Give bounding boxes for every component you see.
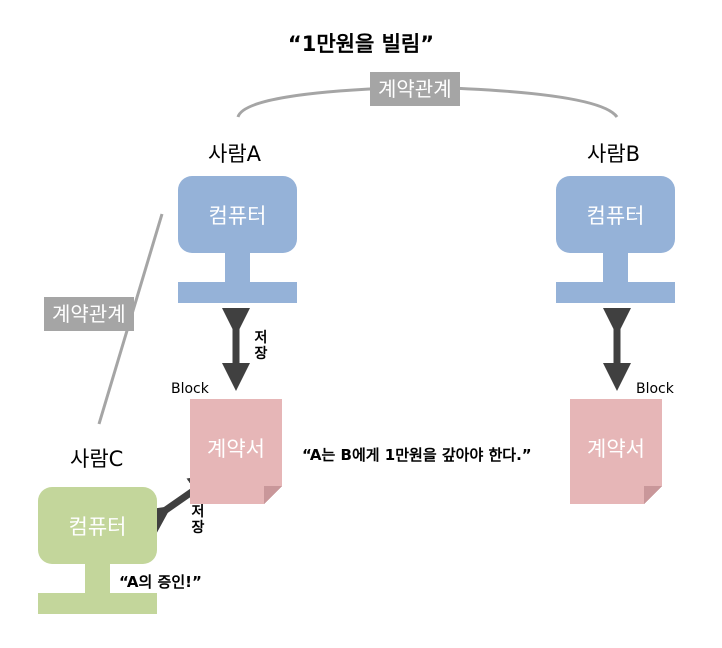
computer-b-label: 컴퓨터 (586, 204, 645, 228)
store-label-a-2: 장 (254, 346, 268, 362)
diagram-title: “1만원을 빌림” (287, 32, 435, 56)
person-c-label: 사람C (70, 447, 124, 471)
computer-a-monitor (178, 176, 297, 253)
computer-a-stand (225, 253, 250, 283)
computer-b-base (556, 282, 675, 303)
computer-c-label: 컴퓨터 (68, 515, 127, 539)
document-b-fold (644, 486, 662, 504)
store-label-c-2: 장 (191, 520, 205, 536)
computer-c-monitor (38, 487, 157, 564)
store-label-a: 저 장 (253, 330, 269, 362)
block-label-b: Block (636, 381, 674, 397)
document-a: 계약서 (190, 399, 282, 504)
witness-quote: “A의 증인!” (119, 573, 202, 591)
document-a-fold (264, 486, 282, 504)
computer-a-label: 컴퓨터 (208, 204, 267, 228)
person-a-label: 사람A (208, 142, 262, 166)
person-b-label: 사람B (587, 142, 641, 166)
computer-c-stand (85, 564, 110, 594)
computer-a: 컴퓨터 (178, 176, 297, 303)
store-label-c: 저 장 (190, 504, 206, 536)
computer-b-monitor (556, 176, 675, 253)
computer-b: 컴퓨터 (556, 176, 675, 303)
contract-quote: “A는 B에게 1만원을 갚아야 한다.” (302, 446, 532, 464)
computer-c-base (38, 593, 157, 614)
document-b-label: 계약서 (587, 437, 645, 461)
document-a-label: 계약서 (207, 437, 265, 461)
document-b: 계약서 (570, 399, 662, 504)
relation-tag-left: 계약관계 (44, 297, 134, 331)
store-label-a-1: 저 (254, 330, 268, 346)
store-label-c-1: 저 (191, 504, 205, 520)
computer-c: 컴퓨터 (38, 487, 157, 614)
relation-tag-top: 계약관계 (370, 72, 460, 106)
computer-a-base (178, 282, 297, 303)
computer-b-stand (603, 253, 628, 283)
block-label-a: Block (171, 381, 209, 397)
